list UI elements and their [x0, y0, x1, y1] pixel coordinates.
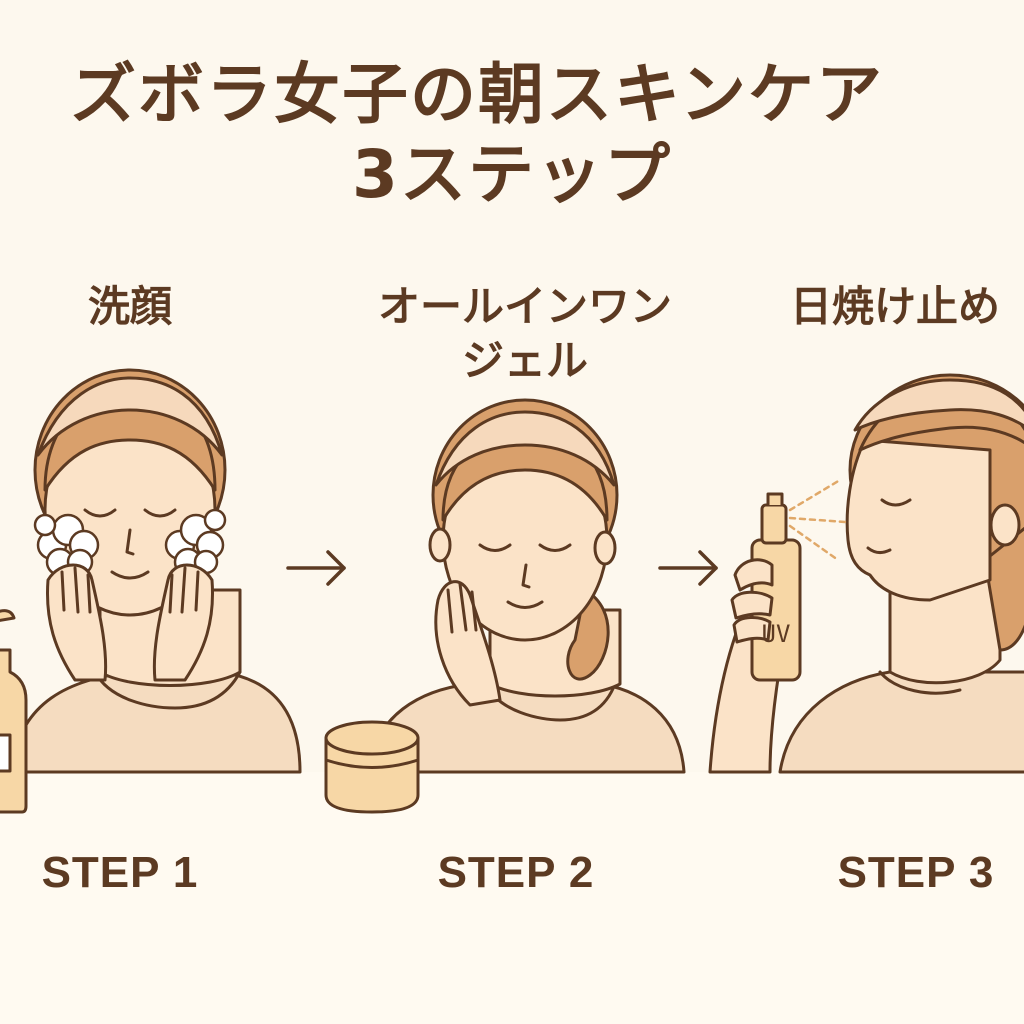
step-2-label-line-2: ジェル — [461, 336, 588, 385]
arrow-right-icon — [658, 550, 718, 586]
title-line-2: 3ステップ — [352, 136, 672, 213]
spray-bottle-text: UV — [762, 620, 791, 648]
woman-spraying-sunscreen — [708, 373, 1024, 774]
step-1-label: 洗顔 — [40, 280, 220, 334]
page-title: ズボラ女子の朝スキンケア 3ステップ — [0, 55, 1024, 215]
step-1-badge: STEP 1 — [41, 848, 199, 897]
step-3-label-line: 日焼け止め — [790, 282, 1001, 331]
step-1-label-line: 洗顔 — [87, 282, 172, 331]
step-3-badge: STEP 3 — [837, 848, 995, 897]
woman-washing-face — [0, 368, 302, 814]
woman-applying-gel — [324, 398, 686, 814]
ground-band — [0, 772, 1024, 1024]
step-2-label-line-1: オールインワン — [377, 282, 672, 331]
arrow-right-icon — [286, 550, 346, 586]
title-line-1: ズボラ女子の朝スキンケア — [69, 56, 885, 133]
step-2-label: オールインワン ジェル — [340, 280, 710, 388]
step-3-label: 日焼け止め — [790, 280, 1024, 334]
step-2-badge: STEP 2 — [437, 848, 595, 897]
